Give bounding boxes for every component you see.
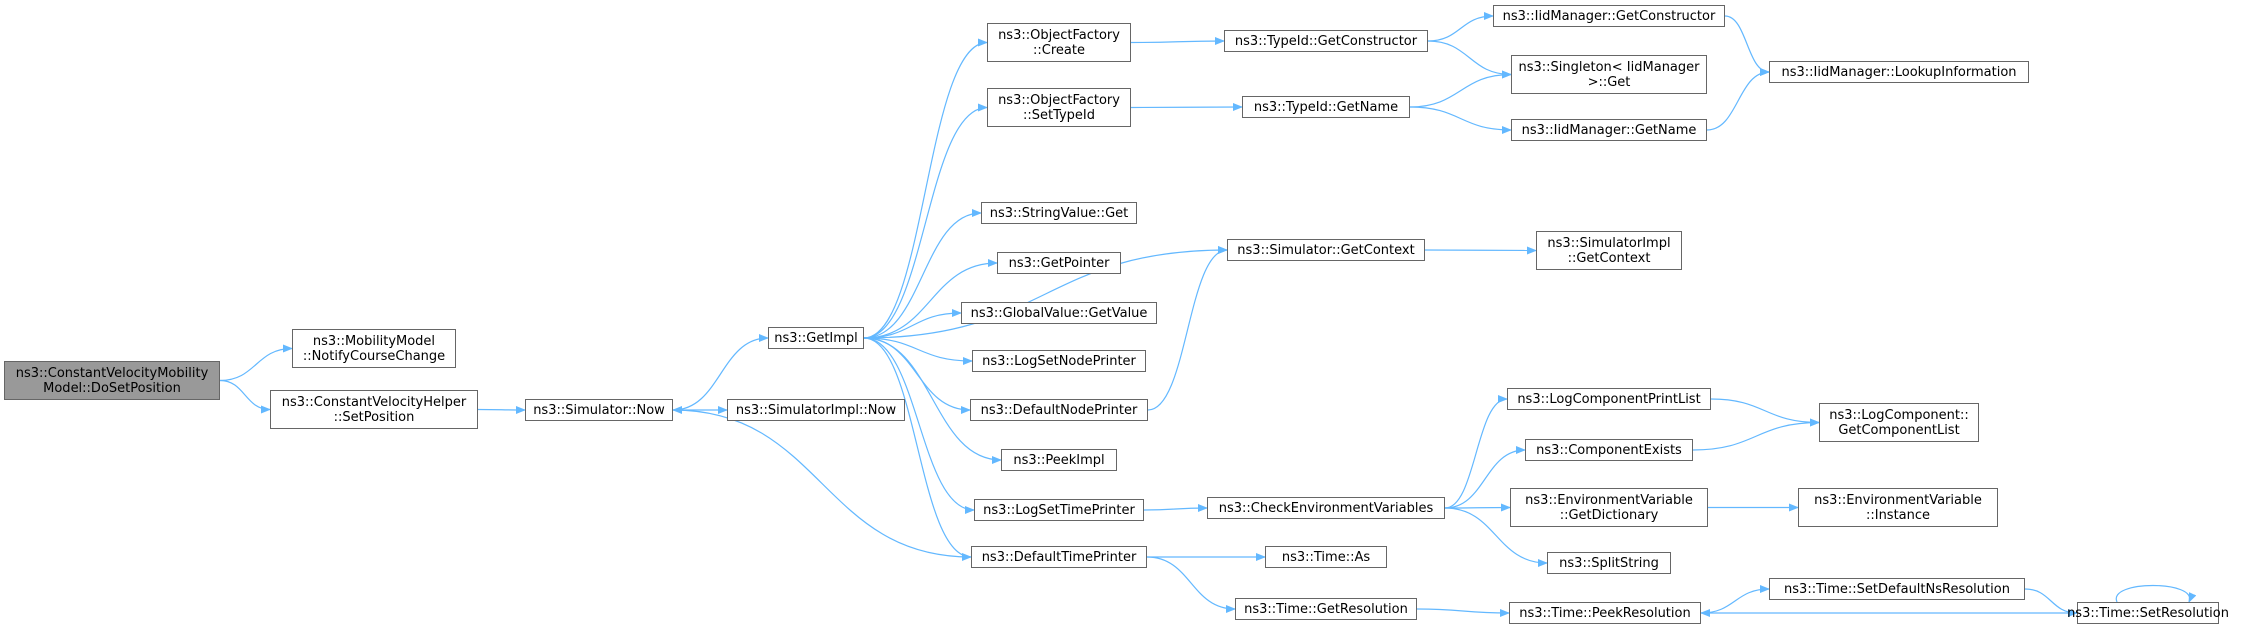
edge-defaulttimeprinter-to-sim_now	[672, 406, 972, 558]
edge-time_setdefaultnsresolution-to-time_setresolution	[2024, 588, 2078, 617]
edge-checkenv-to-envvar_getdictionary	[1444, 503, 1511, 512]
edge-defaulttimeprinter-to-time_getresolution	[1146, 556, 1236, 613]
node-singleton-get[interactable]: ns3::Singleton< IidManager >::Get	[1511, 55, 1707, 94]
edge-typeid_getname-to-singleton_get	[1409, 70, 1512, 108]
node-time-setresolution[interactable]: ns3::Time::SetResolution	[2067, 602, 2229, 624]
node-envvar-instance[interactable]: ns3::EnvironmentVariable ::Instance	[1798, 488, 1998, 527]
node-iid-getconstructor[interactable]: ns3::IidManager::GetConstructor	[1493, 5, 1725, 27]
node-mm-notifycoursechange[interactable]: ns3::MobilityModel ::NotifyCourseChange	[292, 329, 456, 368]
edge-getimpl-to-peekimpl	[863, 337, 1002, 464]
node-time-as[interactable]: ns3::Time::As	[1265, 546, 1387, 568]
edge-typeid_getname-to-iid_getname	[1409, 106, 1512, 134]
node-simimpl-getcontext[interactable]: ns3::SimulatorImpl ::GetContext	[1536, 231, 1682, 270]
edge-logsettimeprinter-to-checkenv	[1143, 504, 1208, 513]
edge-getimpl-to-logsetnodeprinter	[863, 337, 973, 365]
node-typeid-getname[interactable]: ns3::TypeId::GetName	[1242, 96, 1410, 118]
node-logsettimeprinter[interactable]: ns3::LogSetTimePrinter	[974, 499, 1144, 521]
edge-iid_getname-to-iid_lookupinformation	[1706, 68, 1770, 131]
node-splitstring[interactable]: ns3::SplitString	[1547, 552, 1671, 574]
node-logcomponent-getcomponentlist[interactable]: ns3::LogComponent:: GetComponentList	[1819, 403, 1979, 442]
node-getimpl[interactable]: ns3::GetImpl	[768, 327, 864, 349]
edge-getimpl-to-logsettimeprinter	[863, 337, 975, 514]
node-peekimpl[interactable]: ns3::PeekImpl	[1001, 449, 1117, 471]
edge-defaultnodeprinter-to-sim_getcontext	[1147, 246, 1228, 411]
node-cvm-dosetposition: ns3::ConstantVelocityMobility Model::DoS…	[4, 361, 220, 400]
node-globalvalue-getvalue[interactable]: ns3::GlobalValue::GetValue	[961, 302, 1157, 324]
edge-getimpl-to-of_create	[863, 38, 988, 339]
node-componentexists[interactable]: ns3::ComponentExists	[1525, 439, 1693, 461]
edge-of_create-to-typeid_getconstructor	[1130, 37, 1225, 46]
edge-sim_getcontext-to-simimpl_getcontext	[1424, 246, 1537, 255]
node-cvh-setposition[interactable]: ns3::ConstantVelocityHelper ::SetPositio…	[270, 390, 478, 429]
edge-getimpl-to-defaulttimeprinter	[863, 337, 972, 561]
edge-of_settypeid-to-typeid_getname	[1130, 103, 1243, 112]
edge-checkenv-to-splitstring	[1444, 507, 1548, 567]
edge-typeid_getconstructor-to-singleton_get	[1427, 40, 1512, 79]
edge-iid_getconstructor-to-iid_lookupinformation	[1724, 15, 1770, 76]
node-getpointer[interactable]: ns3::GetPointer	[997, 252, 1121, 274]
edge-getimpl-to-sim_getcontext	[863, 246, 1228, 339]
edge-time_getresolution-to-time_peekresolution	[1416, 608, 1510, 617]
node-stringvalue-get[interactable]: ns3::StringValue::Get	[981, 202, 1137, 224]
node-iid-lookupinformation[interactable]: ns3::IidManager::LookupInformation	[1769, 61, 2029, 83]
node-logsetnodeprinter[interactable]: ns3::LogSetNodePrinter	[972, 350, 1146, 372]
edge-time_peekresolution-to-time_setdefaultnsresolution	[1700, 585, 1770, 614]
edge-time_setresolution-to-time_setresolution	[2115, 584, 2197, 603]
edge-typeid_getconstructor-to-iid_getconstructor	[1427, 12, 1494, 42]
edge-getimpl-to-getpointer	[863, 259, 998, 339]
node-time-getresolution[interactable]: ns3::Time::GetResolution	[1235, 598, 1417, 620]
edge-getimpl-to-of_settypeid	[863, 103, 988, 339]
node-of-create[interactable]: ns3::ObjectFactory ::Create	[987, 23, 1131, 62]
node-iid-getname[interactable]: ns3::IidManager::GetName	[1511, 119, 1707, 141]
edge-checkenv-to-componentexists	[1444, 446, 1526, 509]
edge-cvh_setposition-to-sim_now	[477, 405, 526, 414]
node-defaulttimeprinter[interactable]: ns3::DefaultTimePrinter	[971, 546, 1147, 568]
edge-componentexists-to-logcomponent_getcomponentlist	[1692, 418, 1820, 451]
node-time-peekresolution[interactable]: ns3::Time::PeekResolution	[1509, 602, 1701, 624]
node-sim-now[interactable]: ns3::Simulator::Now	[525, 399, 673, 421]
edge-getimpl-to-globalvalue_getvalue	[863, 309, 962, 339]
node-logcomponentprintlist[interactable]: ns3::LogComponentPrintList	[1507, 388, 1711, 410]
node-time-setdefaultnsresolution[interactable]: ns3::Time::SetDefaultNsResolution	[1769, 578, 2025, 600]
node-envvar-getdictionary[interactable]: ns3::EnvironmentVariable ::GetDictionary	[1510, 488, 1708, 527]
node-checkenv[interactable]: ns3::CheckEnvironmentVariables	[1207, 497, 1445, 519]
node-of-settypeid[interactable]: ns3::ObjectFactory ::SetTypeId	[987, 88, 1131, 127]
edge-checkenv-to-logcomponentprintlist	[1444, 395, 1508, 509]
edge-logcomponentprintlist-to-logcomponent_getcomponentlist	[1710, 398, 1820, 427]
edge-cvm_dosetposition-to-cvh_setposition	[219, 379, 271, 414]
edge-sim_now-to-getimpl	[672, 334, 769, 411]
node-simimpl-now[interactable]: ns3::SimulatorImpl::Now	[727, 399, 905, 421]
node-defaultnodeprinter[interactable]: ns3::DefaultNodePrinter	[970, 399, 1148, 421]
edge-getimpl-to-stringvalue_get	[863, 209, 982, 339]
node-typeid-getconstructor[interactable]: ns3::TypeId::GetConstructor	[1224, 30, 1428, 52]
edge-cvm_dosetposition-to-mm_notifycoursechange	[219, 344, 293, 382]
node-sim-getcontext[interactable]: ns3::Simulator::GetContext	[1227, 239, 1425, 261]
